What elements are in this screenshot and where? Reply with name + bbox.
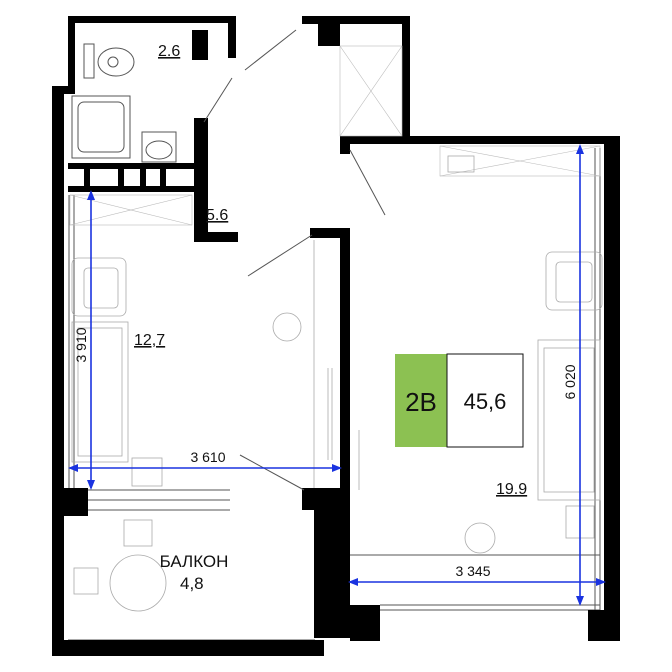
fixtures [69, 43, 603, 612]
balcony-area-label: 4,8 [180, 574, 204, 593]
bathroom-area-label: 2.6 [158, 43, 180, 60]
living-area-label: 19.9 [496, 481, 527, 498]
door-swings [203, 29, 386, 491]
unit-area-box [446, 353, 524, 448]
bedroom-area-label: 12,7 [134, 332, 165, 349]
unit-type-label: 2В [405, 387, 437, 417]
living-height-label: 6 020 [562, 364, 578, 399]
living-width-label: 3 345 [455, 563, 490, 579]
room-labels: 2.6 5.6 12,7 19.9 БАЛКОН 4,8 [134, 43, 527, 593]
bedroom-height-label: 3 910 [73, 327, 89, 362]
unit-total-area: 45,6 [464, 389, 507, 414]
unit-badge: 2В 45,6 [395, 353, 524, 448]
unit-type-box [395, 354, 447, 447]
hall-area-label: 5.6 [206, 207, 228, 224]
walls [52, 16, 620, 656]
balcony-name-label: БАЛКОН [160, 552, 229, 571]
bedroom-width-label: 3 610 [190, 449, 225, 465]
dimension-arrows [68, 144, 606, 606]
dimension-labels: 3 610 3 910 3 345 6 020 [73, 327, 578, 579]
